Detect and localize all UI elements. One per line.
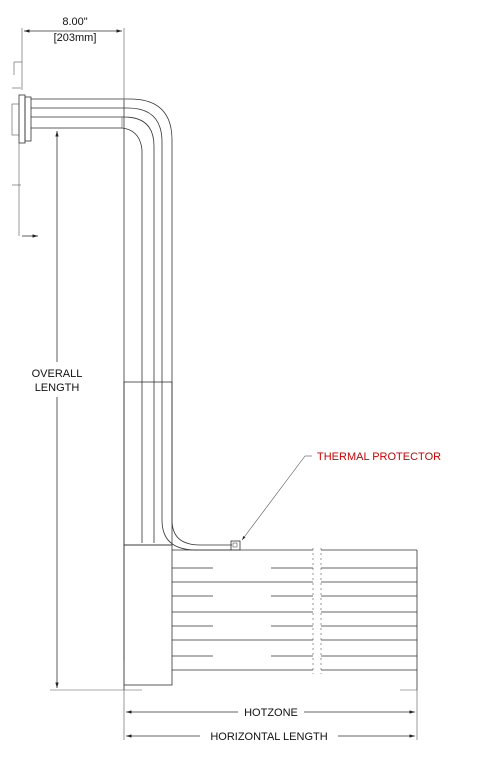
thermal-protector-label: THERMAL PROTECTOR: [317, 451, 441, 463]
overall-length-label-1: OVERALL: [32, 368, 83, 380]
flange-plate: [18, 94, 26, 144]
flange-gasket: [24, 96, 32, 142]
thermal-protector-callout: THERMAL PROTECTOR: [241, 451, 441, 541]
lower-bend-outer: [171, 519, 232, 546]
guard-sleeve: [123, 381, 173, 546]
hotzone-label: HOTZONE: [244, 707, 298, 719]
dim-top-width-in: 8.00": [62, 16, 87, 28]
housing-box: [123, 544, 173, 686]
dash-gap-4: [213, 654, 271, 657]
hotzone-dimension: HOTZONE: [123, 690, 418, 740]
length-break-gap: [313, 548, 321, 674]
dim-top-width-mm: [203mm]: [54, 32, 97, 44]
horizontal-length-dimension: HORIZONTAL LENGTH: [126, 731, 415, 743]
dash-gap-3: [213, 624, 271, 627]
heating-elements: [172, 548, 418, 691]
lower-bend: [161, 519, 241, 551]
bend-inner: [121, 127, 143, 151]
heater-sheath-top: [31, 98, 173, 151]
top-width-dimension: 8.00" [203mm]: [21, 16, 125, 100]
heater-housing: [123, 544, 173, 691]
thermal-protector-body: [230, 540, 241, 551]
dash-gap-2: [213, 594, 271, 597]
heater-sheath-vertical: [123, 100, 173, 690]
callout-leader-diagonal: [241, 455, 306, 541]
dash-gap-1: [213, 566, 271, 569]
flange-assembly: [11, 61, 38, 238]
overall-length-label-2: LENGTH: [35, 382, 80, 394]
terminal-box: [11, 103, 20, 136]
overall-length-dimension: OVERALL LENGTH: [32, 127, 124, 691]
horizontal-length-label: HORIZONTAL LENGTH: [210, 731, 327, 743]
bend-line-3: [123, 116, 155, 147]
bend-outer: [129, 98, 173, 141]
thermal-protector-core: [232, 542, 238, 548]
bend-line-2: [127, 107, 163, 143]
